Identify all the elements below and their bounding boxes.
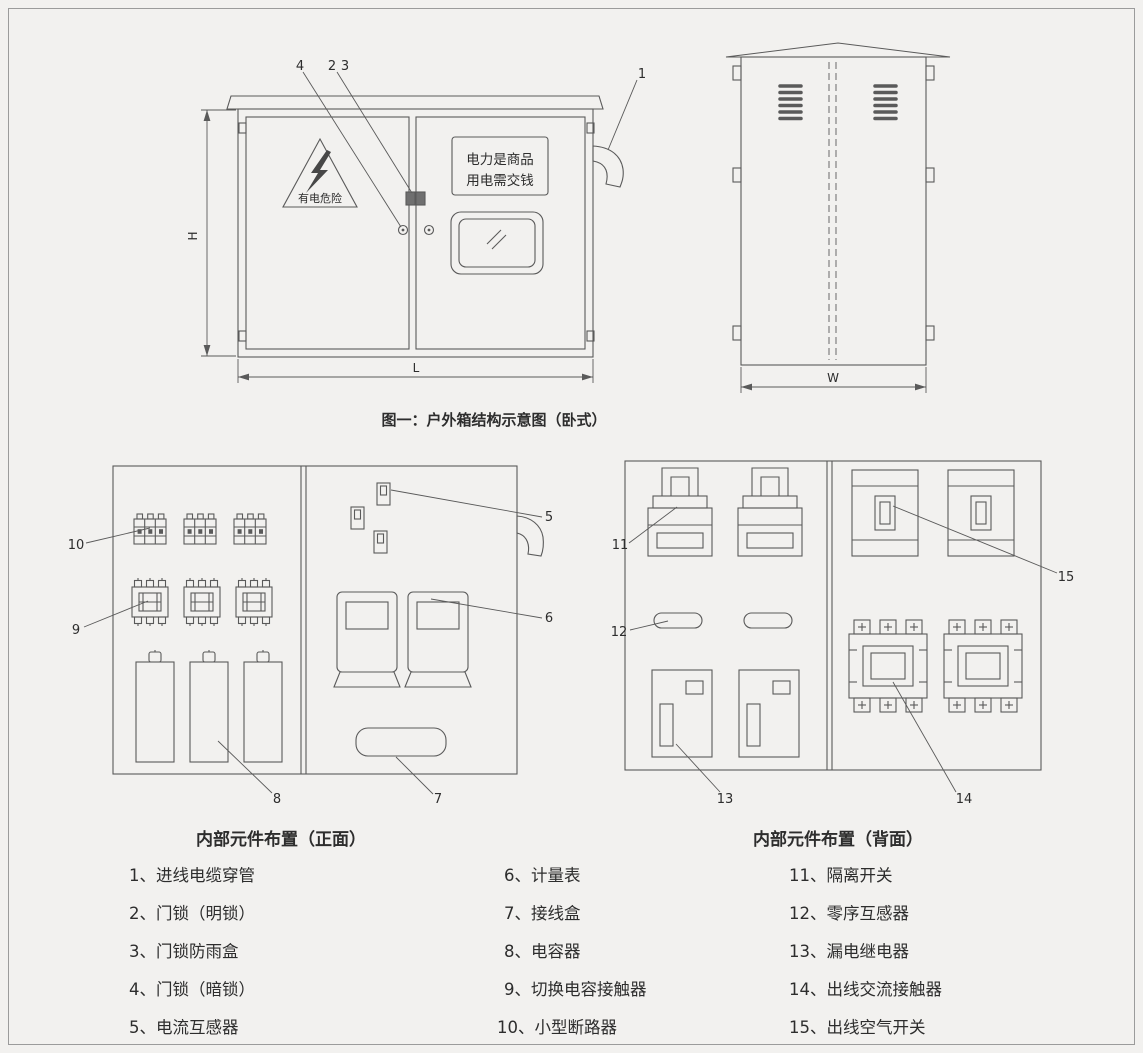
vent-louvers-left: [778, 84, 803, 121]
mini-breaker: [233, 513, 267, 545]
cabinet-body: [237, 108, 594, 358]
meter-window: [450, 211, 544, 275]
front-layout-pipe: [516, 515, 544, 557]
back-layout-title: 内部元件布置（背面）: [753, 829, 923, 850]
lightning-bolt-icon: [306, 150, 331, 193]
callout-2: 2: [328, 59, 336, 74]
callout-3: 3: [341, 59, 349, 74]
energy-meter: [333, 591, 401, 688]
isolation-switch: [737, 467, 803, 557]
callout-8: 8: [273, 792, 281, 807]
internal-layout-front: [83, 465, 544, 795]
page-border: [8, 8, 1135, 1045]
current-transformer: [373, 530, 388, 554]
dim-w-label: W: [827, 371, 839, 385]
legend-item: 9、切换电容接触器: [504, 980, 647, 999]
label-layer: 4 2 3 1 有电危险 电力是商品 用电需交钱 H L W 图一：户外箱结构示…: [68, 59, 1075, 1037]
side-hinges: [732, 65, 935, 341]
cabinet-roof: [226, 95, 604, 110]
callout-13: 13: [717, 792, 734, 807]
outgoing-air-switch: [851, 469, 919, 557]
callout-6: 6: [545, 611, 553, 626]
front-layout-title: 内部元件布置（正面）: [196, 829, 366, 850]
notice-sign: [451, 136, 549, 196]
vent-louvers-right: [873, 84, 898, 121]
callout-7: 7: [434, 792, 442, 807]
leakage-relay: [738, 669, 800, 758]
energy-meter: [404, 591, 472, 688]
legend-item: 12、零序互感器: [789, 904, 909, 923]
drawing-layer: [83, 42, 1058, 795]
cabinet-front-view: [201, 71, 638, 383]
zero-sequence-ct: [743, 612, 793, 629]
legend-item: 7、接线盒: [504, 904, 581, 923]
front-view-callout-leaders: [302, 71, 638, 228]
cable-entry-pipe: [592, 145, 624, 188]
callout-4: 4: [296, 59, 304, 74]
callout-11: 11: [612, 538, 629, 553]
mini-breaker: [133, 513, 167, 545]
right-door: [415, 116, 586, 350]
current-transformer: [350, 506, 365, 530]
legend-item: 3、门锁防雨盒: [129, 942, 239, 961]
back-layout-frame: [624, 460, 1042, 771]
left-door: [245, 116, 410, 350]
legend-item: 10、小型断路器: [497, 1018, 617, 1037]
legend-item: 6、计量表: [504, 866, 581, 885]
side-roof: [725, 42, 951, 58]
center-seam-dashed: [828, 62, 837, 360]
dim-length: [237, 359, 594, 383]
figure-caption: 图一：户外箱结构示意图（卧式）: [381, 411, 606, 429]
capacitor: [135, 649, 175, 763]
current-transformer: [376, 482, 391, 506]
legend-item: 8、电容器: [504, 942, 581, 961]
legend-item: 15、出线空气开关: [789, 1018, 926, 1037]
capacitor-contactor: [131, 577, 169, 627]
internal-layout-back: [624, 460, 1058, 793]
front-layout-frame: [112, 465, 518, 775]
callout-15: 15: [1058, 570, 1075, 585]
callout-10: 10: [68, 538, 85, 553]
legend-item: 1、进线电缆穿管: [129, 866, 255, 885]
leakage-relay: [651, 669, 713, 758]
capacitor-contactor: [235, 577, 273, 627]
callout-9: 9: [72, 623, 80, 638]
notice-line2: 用电需交钱: [466, 172, 534, 189]
junction-box: [355, 727, 447, 757]
dim-width: [740, 367, 927, 393]
door-locks: [397, 224, 435, 236]
cabinet-side-view: [725, 42, 951, 393]
legend-item: 13、漏电继电器: [789, 942, 909, 961]
isolation-switch: [647, 467, 713, 557]
danger-warning-sign: [282, 137, 358, 208]
legend-item: 11、隔离开关: [789, 866, 893, 885]
dim-l-label: L: [413, 361, 420, 375]
warning-text: 有电危险: [298, 191, 342, 205]
callout-12: 12: [611, 625, 628, 640]
capacitor-contactor: [183, 577, 221, 627]
mini-breaker: [183, 513, 217, 545]
zero-sequence-ct: [653, 612, 703, 629]
legend-item: 4、门锁（暗锁）: [129, 980, 255, 999]
callout-5: 5: [545, 510, 553, 525]
callout-1: 1: [638, 67, 646, 82]
legend-item: 14、出线交流接触器: [789, 980, 942, 999]
notice-line1: 电力是商品: [466, 152, 534, 168]
legend-item: 5、电流互感器: [129, 1018, 239, 1037]
door-lock-rainbox: [405, 191, 426, 206]
legend-item: 2、门锁（明锁）: [129, 904, 255, 923]
side-body: [740, 56, 927, 366]
front-layout-callout-leaders: [83, 489, 543, 795]
ac-contactor: [848, 619, 928, 713]
dim-height: [201, 109, 236, 357]
back-layout-callout-leaders: [628, 505, 1058, 793]
dim-h-label: H: [186, 231, 200, 240]
callout-14: 14: [956, 792, 973, 807]
door-hinges: [238, 122, 595, 342]
ac-contactor: [943, 619, 1023, 713]
capacitor: [243, 649, 283, 763]
outgoing-air-switch: [947, 469, 1015, 557]
